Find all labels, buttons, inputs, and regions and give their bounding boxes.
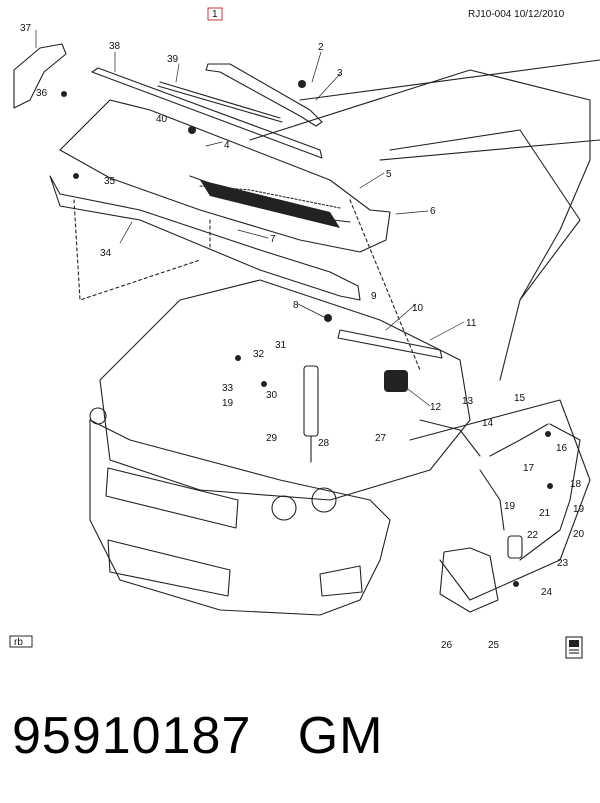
callout-16: 16: [556, 443, 568, 454]
part-number-label: 95910187 GM: [12, 706, 383, 766]
fastener-16: [545, 431, 551, 437]
callout-10: 10: [412, 303, 424, 314]
callout-12: 12: [430, 402, 442, 413]
callout-24: 24: [541, 587, 553, 598]
fastener-33: [235, 355, 241, 361]
callout-31: 31: [275, 340, 287, 351]
callout-28: 28: [318, 438, 330, 449]
callout-5: 5: [386, 169, 392, 180]
callout-29: 29: [266, 433, 278, 444]
rb-badge: rb: [14, 637, 23, 648]
callout-4: 4: [224, 140, 230, 151]
callout-37: 37: [20, 23, 32, 34]
washer-pump-23: [507, 535, 523, 559]
engine-bay: [99, 279, 471, 501]
callout-19-a: 19: [573, 504, 585, 515]
cowl-panel: [59, 99, 391, 253]
callout-34: 34: [100, 248, 112, 259]
callout-1-box: [207, 7, 223, 21]
headlamp-right: [271, 495, 297, 521]
callout-2: 2: [318, 42, 324, 53]
wiper-blade-39: [159, 81, 281, 119]
callout-22: 22: [527, 530, 539, 541]
callout-15: 15: [514, 393, 526, 404]
callout-17: 17: [523, 463, 535, 474]
fastener-2: [298, 80, 306, 88]
callout-18: 18: [570, 479, 582, 490]
fastener-40: [188, 126, 196, 134]
callout-13: 13: [462, 396, 474, 407]
callout-25: 25: [488, 640, 500, 651]
callout-19-c: 19: [222, 398, 234, 409]
rb-badge-box: [9, 635, 33, 648]
callout-3: 3: [337, 68, 343, 79]
hose-18: [549, 423, 581, 501]
grille-lower: [107, 539, 231, 597]
fastener-24: [513, 581, 519, 587]
callout-7: 7: [270, 234, 276, 245]
callout-26: 26: [441, 640, 453, 651]
cowl-lower-34: [49, 175, 361, 301]
callout-1: 1: [212, 9, 218, 20]
headlamp-left: [89, 407, 107, 425]
callout-33: 33: [222, 383, 234, 394]
callout-8: 8: [293, 300, 299, 311]
fastener-35: [73, 173, 79, 179]
callout-35: 35: [104, 176, 116, 187]
front-fascia: [89, 419, 391, 616]
callout-36: 36: [36, 88, 48, 99]
hose-17: [489, 423, 549, 457]
callout-40: 40: [156, 114, 168, 125]
callout-32: 32: [253, 349, 265, 360]
brand-label: GM: [297, 707, 384, 765]
windshield: [389, 129, 581, 301]
fastener-19: [547, 483, 553, 489]
callout-19-b: 19: [504, 501, 516, 512]
fastener-8: [324, 314, 332, 322]
wiper-arm-1: [205, 63, 323, 127]
linkage-11: [337, 329, 443, 359]
exploded-parts-diagram: 1 2 3 4 5 6 7 8 9 10 11 12 13 14 15 16 1…: [9, 7, 600, 659]
fog-lamp: [319, 565, 363, 597]
strut-30: [303, 365, 319, 437]
seal-38: [91, 67, 323, 159]
callout-21: 21: [539, 508, 551, 519]
hose-20: [519, 499, 571, 561]
cowl-vent-grille: [200, 180, 340, 228]
callout-39: 39: [167, 54, 179, 65]
motor-12: [384, 370, 408, 392]
callout-9: 9: [371, 291, 377, 302]
hose-13: [419, 419, 481, 457]
fender: [409, 399, 591, 601]
callout-6: 6: [430, 206, 436, 217]
callout-20: 20: [573, 529, 585, 540]
callout-14: 14: [482, 418, 494, 429]
callout-23: 23: [557, 558, 569, 569]
callout-38: 38: [109, 41, 121, 52]
fastener-36: [61, 91, 67, 97]
callout-27: 27: [375, 433, 387, 444]
part-number: 95910187: [12, 707, 252, 765]
fastener-19b: [261, 381, 267, 387]
diagram-reference: RJ10-004 10/12/2010: [468, 9, 565, 20]
grille-upper: [105, 467, 239, 529]
callout-11: 11: [466, 318, 477, 329]
callout-30: 30: [266, 390, 278, 401]
washer-reservoir-26: [439, 547, 499, 613]
bracket-37: [13, 43, 67, 109]
manual-icon: [565, 636, 583, 659]
